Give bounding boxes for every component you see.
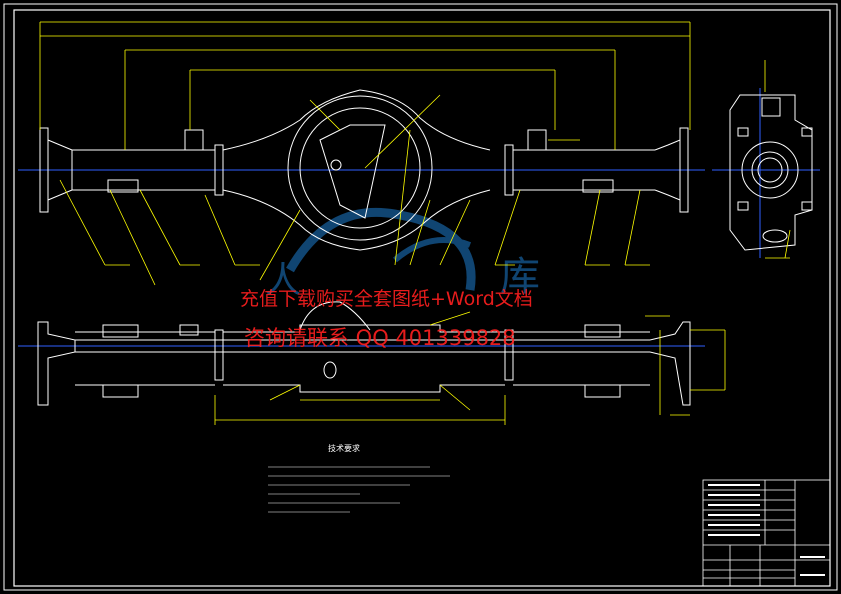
notes-block [268,466,450,513]
svg-text:库: 库 [500,254,540,300]
housing-ring-outer [287,95,433,241]
side-bore-outer [741,141,799,199]
sheet-inner-border [13,9,831,587]
water-drop-logo: 库 人 [265,207,540,301]
watermark-line-1: 充值下载购买全套图纸+Word文档 [240,288,533,310]
top-view [18,21,705,286]
side-bore-inner [751,151,789,189]
side-view [712,60,820,259]
notes-heading: 技术要求 [328,444,360,453]
svg-text:人: 人 [265,260,301,301]
section-view [18,301,726,425]
watermark-line-2: 咨询请联系 QQ 401339828 [244,326,516,350]
housing-ring-inner [299,107,421,229]
sheet-outer-border [3,3,838,591]
title-block [702,479,831,587]
